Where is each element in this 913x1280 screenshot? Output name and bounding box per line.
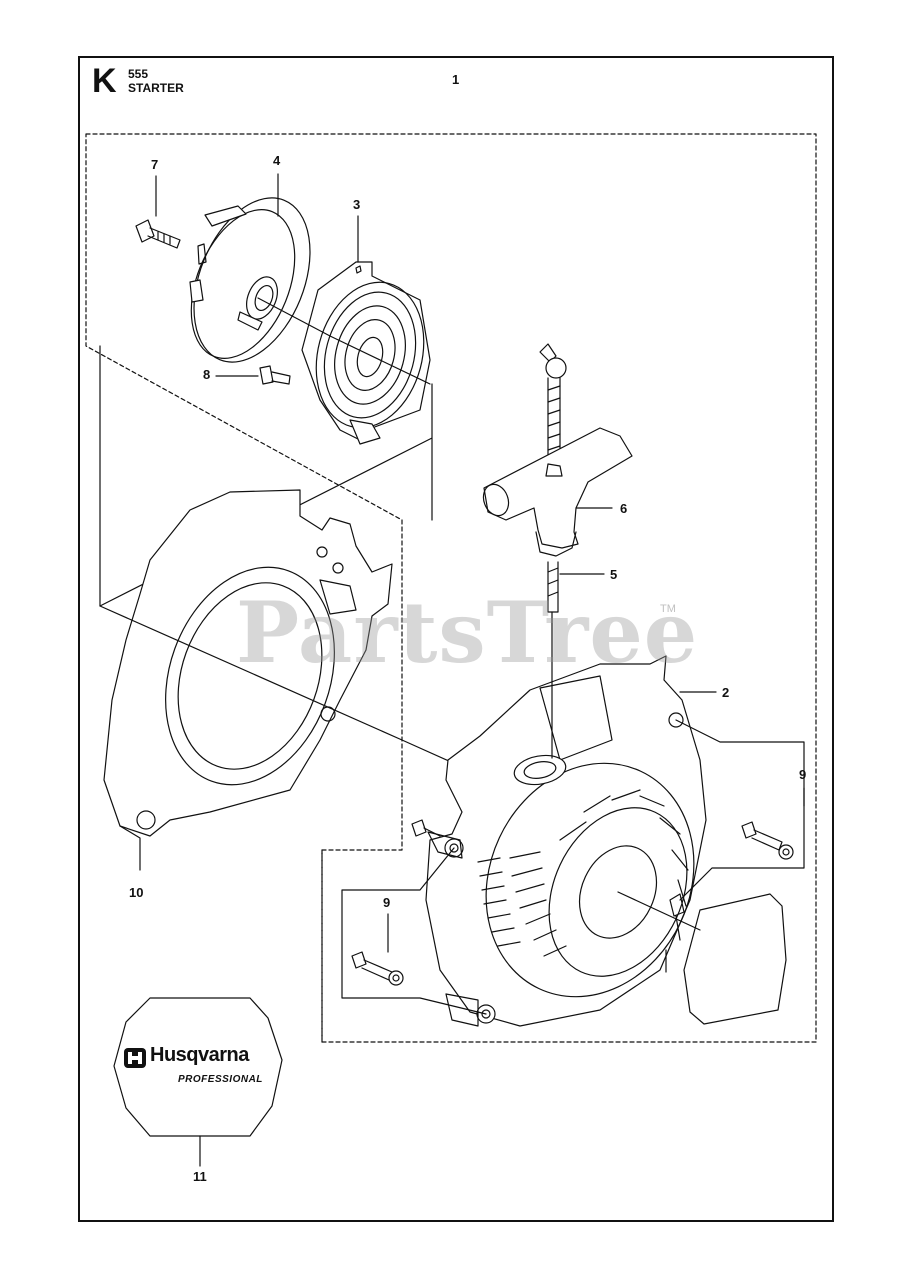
callout-6[interactable]: 6 [620, 501, 628, 516]
page-number: 1 [452, 72, 460, 87]
callout-4[interactable]: 4 [273, 153, 281, 168]
diagram-title: STARTER [128, 81, 184, 95]
callout-10[interactable]: 10 [129, 885, 144, 900]
watermark-tm: TM [660, 603, 676, 615]
section-letter: K [92, 62, 117, 100]
bolt-7 [135, 219, 181, 249]
callout-9-right[interactable]: 9 [799, 767, 807, 782]
model-number: 555 [128, 67, 149, 81]
husqvarna-logo-icon [124, 1048, 146, 1068]
diagram-frame [78, 56, 834, 1222]
starter-pulley [189, 197, 311, 363]
recoil-spring-housing [301, 261, 431, 445]
watermark: PartsTree [236, 583, 699, 682]
bolt-9-left [351, 819, 441, 986]
callout-7[interactable]: 7 [151, 157, 159, 172]
callout-9-left[interactable]: 9 [383, 895, 391, 910]
callout-8[interactable]: 8 [203, 367, 211, 382]
callout-5[interactable]: 5 [610, 567, 618, 582]
housing-decal [683, 893, 787, 1025]
decal-brand-text: Husqvarna [150, 1044, 249, 1066]
decal-professional-text: PROFESSIONAL [178, 1074, 263, 1085]
starter-housing [425, 655, 707, 1027]
bolt-9-right [741, 821, 794, 860]
callout-2[interactable]: 2 [722, 685, 730, 700]
husqvarna-decal [113, 997, 283, 1137]
fan-cover [103, 489, 393, 837]
screw-8 [259, 365, 291, 385]
callout-11[interactable]: 11 [193, 1169, 207, 1184]
starter-handle [482, 427, 633, 557]
callout-3[interactable]: 3 [353, 197, 361, 212]
